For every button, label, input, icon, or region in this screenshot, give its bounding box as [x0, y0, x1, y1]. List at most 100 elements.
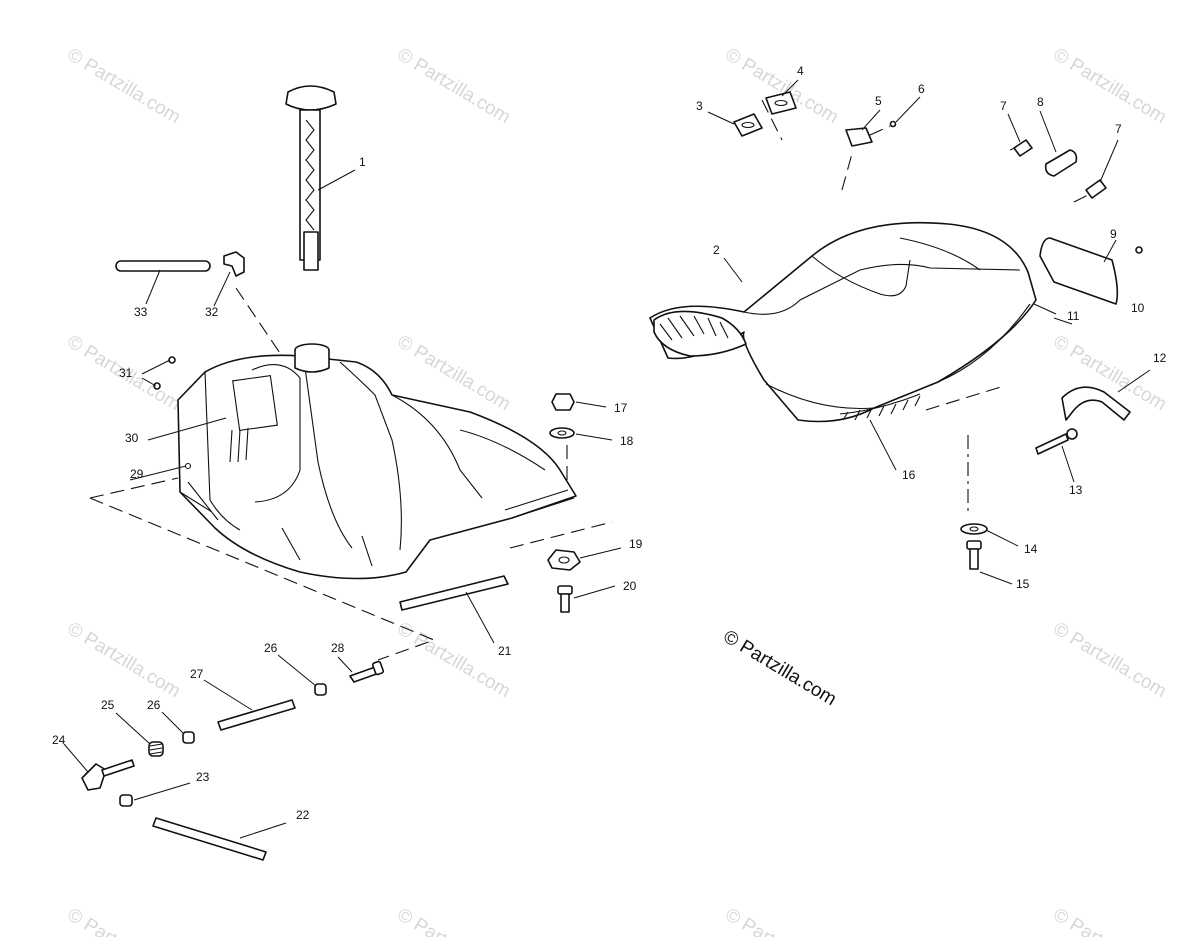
callout-number: 22	[296, 808, 310, 822]
panel-icon	[1039, 237, 1119, 305]
seat-washer-icon	[960, 523, 988, 535]
callout-number: 30	[125, 431, 139, 445]
callout-number: 19	[629, 537, 643, 551]
callout-number: 9	[1110, 227, 1117, 241]
cap-icon	[119, 794, 133, 807]
leader-line	[203, 679, 253, 711]
leader-line	[161, 711, 185, 735]
bolt-icon	[557, 585, 573, 613]
callout-number: 10	[1131, 301, 1145, 315]
rod-icon	[217, 699, 296, 731]
callout-number: 21	[498, 644, 512, 658]
leader-line	[979, 571, 1013, 585]
leader-line	[337, 656, 353, 673]
seat-pin-icon	[1035, 428, 1078, 455]
leader-line	[141, 377, 157, 387]
leader-line	[317, 169, 356, 191]
grommet-icon	[1044, 149, 1078, 177]
leader-line	[723, 257, 743, 283]
callout-number: 12	[1153, 351, 1167, 365]
leader-line	[465, 591, 495, 644]
leader-line	[1039, 110, 1057, 153]
leader-line	[1007, 113, 1021, 143]
leader-line	[115, 712, 151, 745]
callout-number: 33	[134, 305, 148, 319]
watermark-text: © Partzilla.com	[721, 904, 842, 937]
leader-line	[869, 419, 897, 471]
callout-number: 29	[130, 467, 144, 481]
leader-line	[147, 417, 227, 441]
screw-icon	[153, 356, 176, 390]
partzilla-credit: © Partzilla.com	[719, 626, 840, 710]
long-rod-icon	[152, 817, 267, 861]
strip-icon	[399, 575, 509, 611]
nut-icon	[551, 393, 575, 411]
leader-line	[1033, 303, 1057, 315]
fuel-tank-icon	[177, 343, 577, 580]
leader-line	[1053, 317, 1073, 325]
callout-number: 27	[190, 667, 204, 681]
callout-number: 25	[101, 698, 115, 712]
watermark-text: © Partzilla.com	[393, 904, 514, 937]
spring-icon	[148, 741, 164, 757]
leader-line	[133, 782, 191, 801]
watermark-text: © Partzilla.com	[63, 904, 184, 937]
watermark-text: © Partzilla.com	[1049, 44, 1170, 128]
callout-number: 4	[797, 64, 804, 78]
leader-line	[575, 433, 613, 441]
washer-icon	[549, 427, 575, 439]
fuel-sender-icon	[285, 85, 337, 271]
leader-line	[141, 359, 171, 375]
leader-line	[63, 743, 89, 773]
leader-line	[575, 401, 607, 408]
pad-icon	[733, 91, 797, 137]
rivet-icon	[1013, 139, 1107, 199]
leader-line	[129, 465, 187, 481]
callout-number: 24	[52, 733, 66, 747]
callout-number: 1	[359, 155, 366, 169]
leader-line	[1099, 139, 1119, 183]
pin-icon	[349, 660, 385, 683]
leader-line	[145, 269, 161, 305]
callout-number: 8	[1037, 95, 1044, 109]
leader-line	[573, 585, 616, 599]
tiny-screw-icon	[889, 120, 897, 128]
leader-lines	[63, 79, 1151, 839]
callout-number: 28	[331, 641, 345, 655]
hose-icon	[115, 260, 211, 272]
callout-number: 7	[1115, 122, 1122, 136]
plate-icon	[547, 549, 581, 571]
callout-number: 14	[1024, 542, 1038, 556]
callout-number: 20	[623, 579, 637, 593]
watermark-text: © Partzilla.com	[1049, 618, 1170, 702]
callout-number: 32	[205, 305, 219, 319]
callout-number: 5	[875, 94, 882, 108]
leader-line	[895, 96, 921, 123]
callout-number: 7	[1000, 99, 1007, 113]
callout-number: 31	[119, 366, 133, 380]
leader-line	[277, 654, 317, 687]
leader-line	[1061, 445, 1075, 483]
callout-number: 15	[1016, 577, 1030, 591]
callout-number: 26	[147, 698, 161, 712]
callout-number: 13	[1069, 483, 1083, 497]
leader-line	[861, 109, 881, 131]
callout-number: 3	[696, 99, 703, 113]
leader-line	[213, 271, 231, 307]
bushing-icon	[182, 683, 327, 744]
leader-line	[781, 79, 799, 97]
small-plate-icon	[845, 127, 873, 147]
leader-line	[985, 529, 1019, 547]
watermark-text: © Partzilla.com	[63, 618, 184, 702]
leader-line	[1117, 369, 1151, 393]
panel-screw-icon	[1135, 246, 1143, 254]
callout-number: 16	[902, 468, 916, 482]
seat-bolt-icon	[966, 540, 982, 570]
callout-number: 18	[620, 434, 634, 448]
leader-line	[1103, 239, 1117, 263]
watermark-text: © Partzilla.com	[721, 44, 842, 128]
callout-number: 11	[1067, 309, 1080, 323]
